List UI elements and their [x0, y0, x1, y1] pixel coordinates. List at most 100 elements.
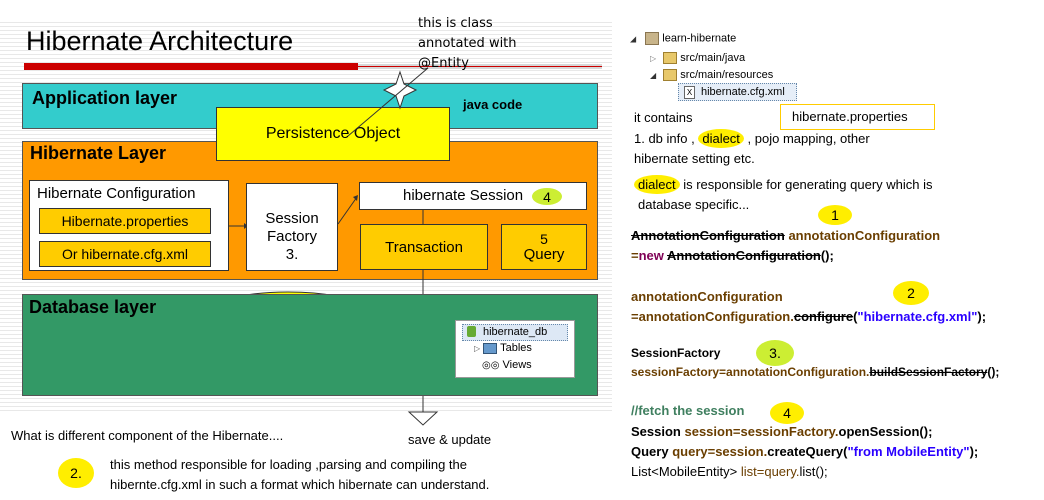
code-token: List<MobileEntity> — [631, 464, 738, 479]
hibernate-configuration-label: Hibernate Configuration — [37, 185, 196, 202]
views-icon: ◎◎ — [482, 360, 500, 371]
factory-to-session-arrow — [337, 196, 358, 225]
configure-note-line-2: hibernte.cfg.xml in such a format which … — [110, 477, 490, 492]
cfg-file-row[interactable]: X hibernate.cfg.xml — [678, 83, 797, 101]
save-update-label: save & update — [408, 432, 492, 447]
step-4-badge: 4 — [770, 402, 804, 424]
collapse-icon: ◢ — [630, 34, 637, 44]
dialect-description-a: is responsible for generating query whic… — [683, 177, 933, 192]
title-underline — [24, 63, 358, 70]
session-number-badge: 4 — [532, 188, 562, 205]
db-tree-views-label: Views — [502, 359, 532, 371]
hibernate-session-box: hibernate Session 4 — [359, 182, 587, 210]
arrow-head-icon — [353, 195, 358, 201]
query-box: 5 Query — [501, 224, 587, 270]
code-token: configure — [793, 309, 854, 324]
properties-callout: hibernate.properties — [780, 104, 935, 130]
dialect-description: dialect is responsible for generating qu… — [634, 175, 933, 194]
properties-callout-label: hibernate.properties — [792, 109, 908, 124]
annotation-pointer-line — [347, 67, 429, 137]
code-token: query=session. — [672, 444, 768, 459]
note-number-badge: 2. — [58, 458, 94, 488]
xml-file-icon: X — [684, 86, 695, 99]
code-step-2-line-1: annotationConfiguration — [631, 289, 783, 304]
contains-label: it contains — [634, 110, 693, 125]
dialect-highlight: dialect — [634, 175, 680, 194]
code-token: ); — [969, 444, 979, 459]
code-token: AnnotationConfiguration — [631, 228, 785, 243]
step-2-badge: 2 — [893, 281, 929, 305]
code-token: list=query. — [740, 464, 800, 479]
configure-note-line-1: this method responsible for loading ,par… — [110, 457, 467, 472]
contains-line-2: hibernate setting etc. — [634, 151, 755, 166]
contains-line-1: 1. db info , dialect , pojo mapping, oth… — [634, 129, 870, 148]
code-token: AnnotationConfiguration — [667, 248, 821, 263]
session-factory-label-2: Factory — [266, 228, 317, 245]
java-code-label: java code — [463, 97, 523, 112]
java-folder-label: src/main/java — [680, 52, 746, 64]
source-folder-icon — [663, 69, 678, 82]
code-token: Session — [631, 424, 681, 439]
code-token: openSession(); — [838, 424, 933, 439]
code-token: = — [631, 248, 639, 263]
db-tree-tables-label: Tables — [500, 342, 532, 354]
code-token: "hibernate.cfg.xml" — [857, 309, 978, 324]
code-step-4-line-2: Query query=session.createQuery("from Mo… — [631, 442, 978, 462]
expand-icon: ▷ — [474, 344, 481, 353]
source-folder-icon — [663, 52, 678, 65]
code-token: session=sessionFactory. — [684, 424, 839, 439]
title-underline-thin — [358, 66, 602, 67]
components-question: What is different component of the Hiber… — [11, 428, 284, 443]
db-tree-views-row[interactable]: ◎◎ Views — [482, 359, 532, 371]
db-tree-tables-row[interactable]: ▷ Tables — [474, 342, 532, 354]
code-step-1-line-1: AnnotationConfiguration annotationConfig… — [631, 226, 940, 246]
resources-folder-label: src/main/resources — [680, 69, 774, 81]
transaction-box: Transaction — [360, 224, 488, 270]
cfg-file-label: hibernate.cfg.xml — [701, 86, 785, 98]
database-icon — [467, 326, 476, 337]
application-layer-label: Application layer — [32, 88, 178, 108]
db-tree-panel: hibernate_db ▷ Tables ◎◎ Views — [455, 320, 575, 378]
hibernate-properties-label: Hibernate.properties — [61, 213, 189, 229]
star-icon — [382, 70, 418, 110]
diagram-title: Hibernate Architecture — [26, 26, 294, 56]
step-1-badge: 1 — [818, 205, 852, 225]
dialect-highlight: dialect — [698, 129, 744, 148]
transaction-label: Transaction — [385, 238, 463, 256]
code-token: Query — [631, 444, 669, 459]
code-step-4-line-1: Session session=sessionFactory.openSessi… — [631, 422, 932, 442]
code-token: =annotationConfiguration. — [631, 309, 794, 324]
query-label: Query — [523, 246, 565, 263]
collapse-icon: ◢ — [650, 71, 657, 80]
contains-line-1-b: , pojo mapping, other — [747, 131, 870, 146]
query-number: 5 — [540, 231, 548, 247]
code-token: createQuery( — [767, 444, 848, 459]
code-token: ( — [853, 309, 858, 324]
down-arrow-icon — [407, 411, 439, 426]
code-token: "from MobileEntity" — [847, 444, 970, 459]
code-token: sessionFactory=annotationConfiguration. — [631, 365, 870, 379]
expand-icon: ▷ — [650, 54, 657, 63]
code-step-3-line-1: SessionFactory — [631, 346, 721, 360]
persistence-object-box: Persistence Object — [216, 107, 450, 161]
contains-line-1-a: 1. db info , — [634, 131, 695, 146]
db-tree-root-row[interactable]: hibernate_db — [462, 324, 568, 341]
code-token: new — [638, 248, 664, 263]
java-folder-row[interactable]: ▷ src/main/java — [650, 52, 746, 65]
configure-note: this method responsible for loading ,par… — [110, 455, 600, 495]
code-step-2-line-2: =annotationConfiguration.configure("hibe… — [631, 307, 986, 327]
code-step-3-line-2: sessionFactory=annotationConfiguration.b… — [631, 362, 999, 382]
resources-folder-row[interactable]: ◢ src/main/resources — [650, 69, 774, 82]
code-token: (); — [987, 365, 1000, 379]
code-token: ); — [977, 309, 987, 324]
code-token: list(); — [799, 464, 828, 479]
step-3-badge: 3. — [756, 340, 794, 366]
session-factory-box: Session Factory 3. — [246, 183, 338, 271]
hibernate-properties-box: Hibernate.properties — [39, 208, 211, 234]
code-step-4-line-3: List<MobileEntity> list=query.list(); — [631, 462, 828, 482]
hibernate-layer-label: Hibernate Layer — [30, 143, 167, 163]
code-token: (); — [820, 248, 834, 263]
project-tree-row[interactable]: ◢ learn-hibernate — [630, 32, 736, 45]
table-icon — [483, 342, 498, 354]
code-token: buildSessionFactory — [869, 365, 988, 379]
